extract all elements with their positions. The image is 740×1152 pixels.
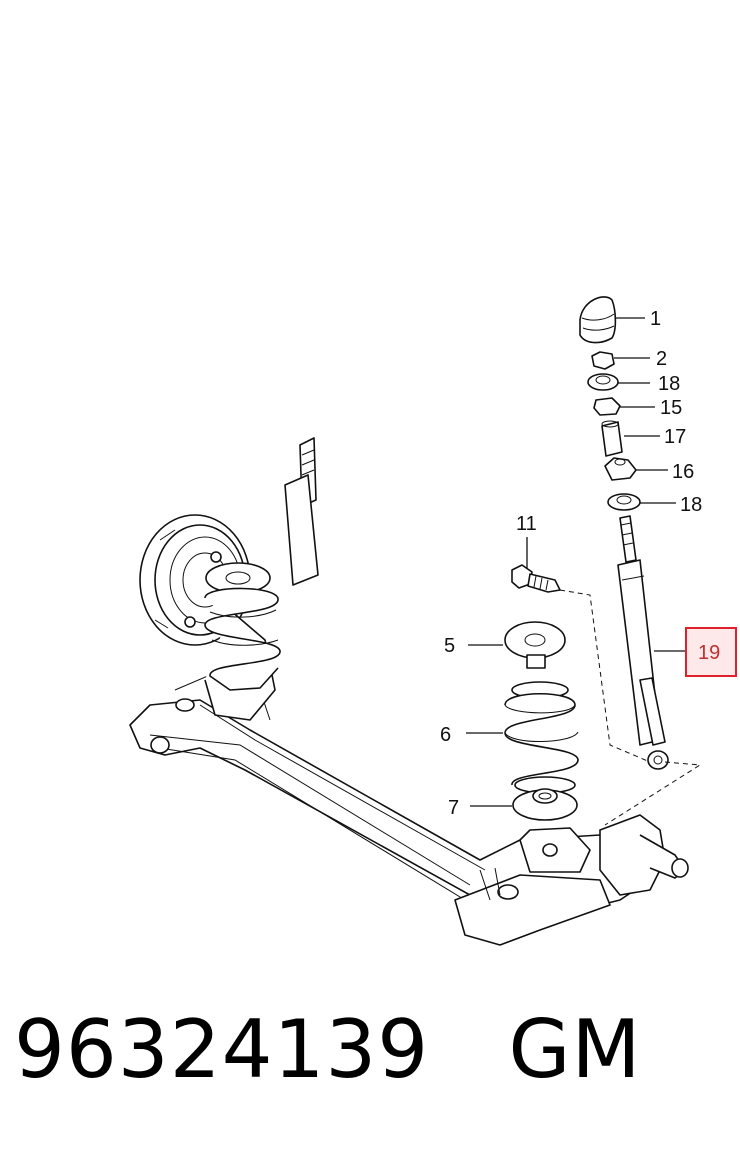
callout-19-highlight[interactable]: 19 — [685, 627, 737, 677]
shock-absorber — [617, 515, 669, 770]
callout-leaders — [466, 317, 686, 807]
callout-16: 16 — [672, 461, 694, 483]
spring-lower-seat — [512, 788, 578, 821]
assembly-guide-lines — [559, 589, 702, 826]
callout-18-lower: 18 — [680, 494, 702, 516]
callout-17: 17 — [664, 426, 686, 448]
callout-11: 11 — [516, 513, 537, 535]
left-spring-shock-assembly — [204, 437, 319, 691]
callout-7: 7 — [448, 797, 459, 819]
callout-18-upper: 18 — [658, 373, 680, 395]
rear-axle-beam — [129, 674, 689, 946]
callout-5: 5 — [444, 635, 455, 657]
part-number-label: 96324139 GM — [14, 1010, 642, 1090]
spring-upper-seat — [504, 621, 566, 669]
wheel-hub-drum — [139, 514, 276, 721]
callout-2: 2 — [656, 348, 667, 370]
callout-1: 1 — [650, 308, 661, 330]
brand-name: GM — [508, 1003, 642, 1096]
upper-mount-stack — [579, 296, 641, 511]
part-number: 96324139 — [14, 1003, 430, 1096]
highlight-box — [685, 627, 737, 677]
callout-6: 6 — [440, 724, 451, 746]
coil-spring — [504, 681, 579, 794]
callout-15: 15 — [660, 397, 682, 419]
mounting-bolt — [511, 564, 561, 593]
callout-19: 19 — [698, 642, 720, 664]
